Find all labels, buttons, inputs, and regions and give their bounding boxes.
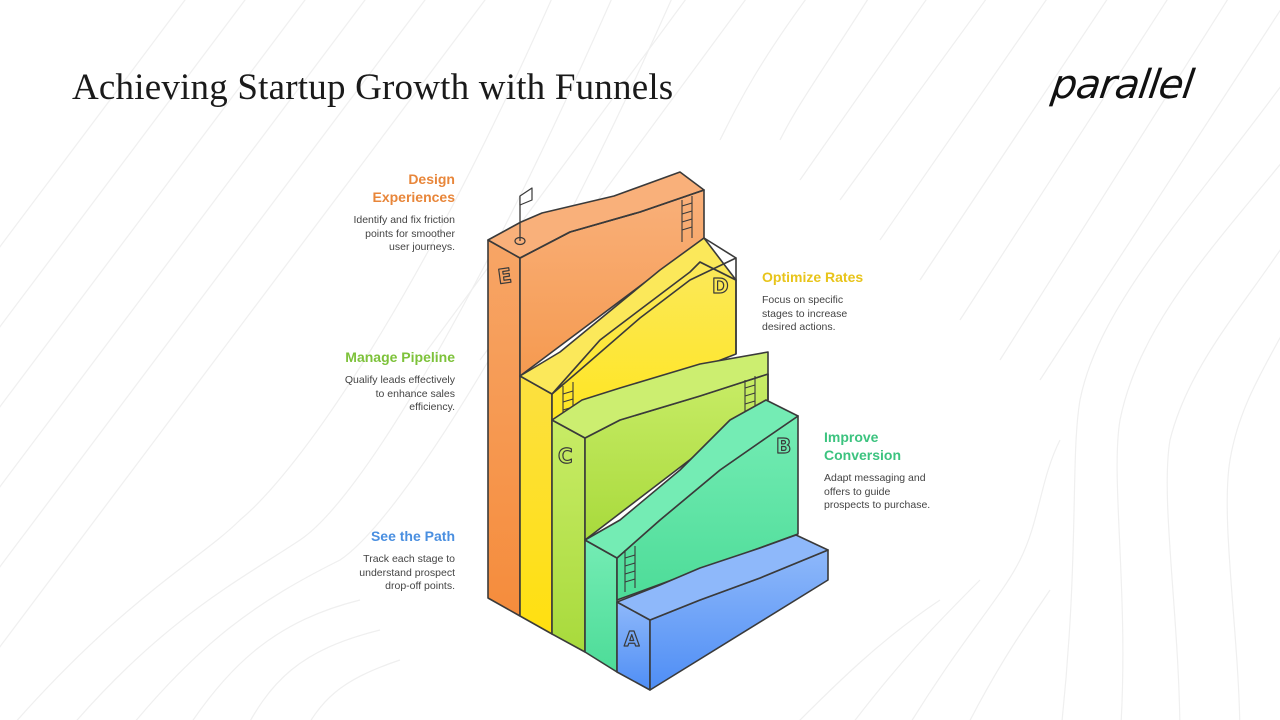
svg-text:C: C: [558, 444, 573, 468]
svg-text:D: D: [712, 274, 729, 298]
stage-a-title: See the Path: [370, 528, 455, 544]
svg-text:B: B: [776, 434, 791, 458]
svg-text:E: E: [496, 263, 513, 289]
stage-e-block: E: [487, 171, 705, 617]
stage-a-block: A: [616, 534, 829, 691]
stage-d-title: Optimize Rates: [762, 269, 864, 285]
page-title: Achieving Startup Growth with Funnels: [72, 67, 674, 108]
svg-text:A: A: [624, 627, 640, 651]
stage-c-label: Manage Pipeline Qualify leads effectivel…: [300, 348, 455, 415]
stage-d-block: D: [519, 237, 737, 635]
stage-c-title: Manage Pipeline: [345, 349, 455, 365]
